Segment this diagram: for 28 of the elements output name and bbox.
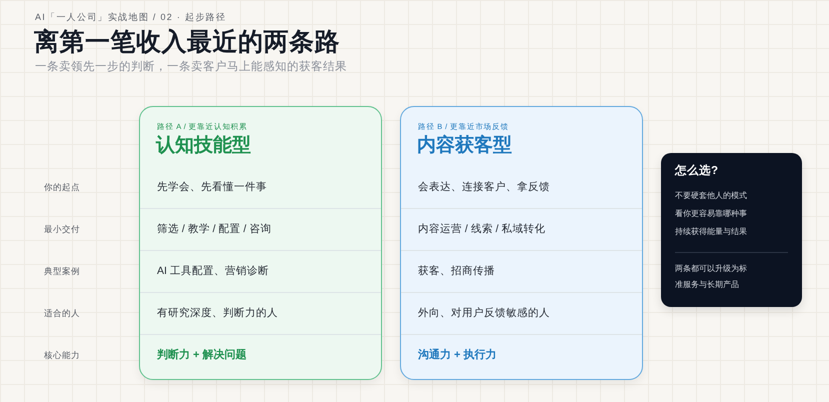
row-label: 适合的人 [44,307,80,319]
card-title: 认知技能型 [156,134,251,158]
row-text: 会表达、连接客户、拿反馈 [418,180,550,194]
row-text: 获客、招商传播 [418,264,495,278]
row-label: 你的起点 [44,181,80,193]
row-highlight-text: 沟通力 + 执行力 [418,348,497,362]
tip-panel [661,153,802,307]
row-text: 有研究深度、判断力的人 [157,306,278,320]
card-title: 内容获客型 [417,134,512,158]
panel-note: 两条都可以升级为标准服务与长期产品 [675,263,748,291]
panel-title: 怎么选? [675,164,718,179]
tip-text: 持续获得能量与结果 [675,226,747,238]
breadcrumb-text: AI「一人公司」实战地图 / 02 · 起步路径 [35,11,226,23]
page-subtitle: 一条卖领先一步的判断，一条卖客户马上能感知的获客结果 [35,60,347,75]
row-text: 筛选 / 教学 / 配置 / 咨询 [157,222,272,236]
row-label: 最小交付 [44,223,80,235]
row-text: 内容运营 / 线索 / 私域转化 [418,222,546,236]
row-highlight-text: 判断力 + 解决问题 [157,348,247,362]
row-text: 先学会、先看懂一件事 [157,180,267,194]
path-card [400,106,643,380]
tip-text: 看你更容易靠哪种事 [675,208,747,220]
row-text: 外向、对用户反馈敏感的人 [418,306,550,320]
tip-text: 不要硬套他人的模式 [675,190,747,202]
row-label: 典型案例 [44,265,80,277]
page-title: 离第一笔收入最近的两条路 [34,27,340,57]
row-label: 核心能力 [44,349,80,361]
path-card [139,106,382,380]
row-text: AI 工具配置、营销诊断 [157,264,269,278]
